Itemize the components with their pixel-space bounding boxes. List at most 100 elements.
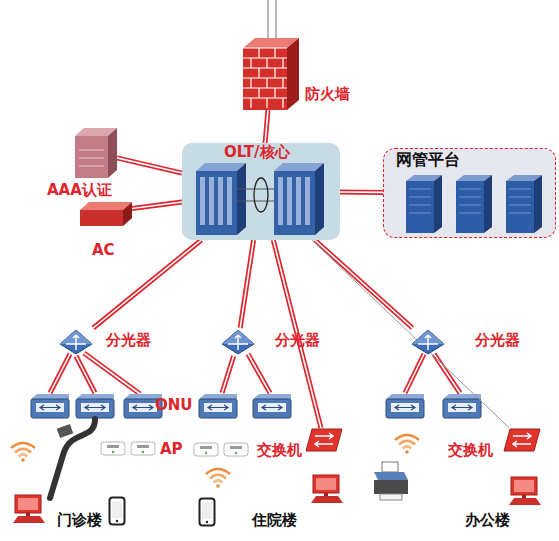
icon-group — [199, 394, 237, 418]
onu-icon — [253, 394, 291, 418]
stack-link — [237, 201, 274, 202]
icon-group — [243, 38, 299, 110]
printer-paper — [382, 462, 398, 472]
switch-node: 交换机 — [305, 428, 343, 452]
aaa-server-node: AAA认证 — [75, 128, 117, 178]
chassis-slot — [278, 177, 283, 225]
link-connector — [222, 356, 234, 393]
fiber-line — [84, 353, 140, 394]
brick-line — [243, 87, 287, 88]
brick-line — [258, 88, 259, 98]
splitter-icon — [60, 330, 92, 354]
link-line-gap — [315, 240, 413, 328]
management-platform-box: 网管平台 — [383, 148, 556, 238]
chassis-slot — [227, 177, 232, 225]
switch-icon — [504, 429, 540, 451]
wifi-icon — [11, 443, 35, 462]
brick-line — [274, 88, 275, 98]
node-label: OLT/核心 — [224, 144, 290, 161]
link-line — [340, 190, 383, 195]
building-label: 住院楼 — [252, 512, 297, 529]
wifi-icon — [206, 469, 230, 488]
icon-group — [196, 163, 324, 235]
splitter-node: 分光器 — [220, 328, 256, 356]
ap-icon — [131, 442, 155, 455]
access-points — [101, 442, 155, 455]
onu-icon — [31, 394, 69, 418]
printer-body — [374, 480, 408, 494]
printer-icon — [374, 462, 408, 500]
server-line — [79, 166, 104, 167]
chassis-slot — [287, 177, 292, 225]
brick-line — [243, 97, 287, 98]
icon-group — [222, 330, 254, 354]
link-connector — [315, 240, 413, 328]
pc-icon — [311, 475, 343, 503]
building-label: 办公楼 — [465, 512, 510, 529]
node-label: 交换机 — [448, 442, 493, 459]
uplink-lines — [268, 0, 276, 40]
node-label: 分光器 — [275, 332, 320, 349]
icon-group — [60, 330, 92, 354]
server-line — [79, 150, 104, 151]
onu-icon — [76, 394, 114, 418]
fiber-line — [405, 354, 424, 393]
node-label: AC — [92, 242, 115, 259]
brick-line — [243, 57, 287, 58]
cable — [50, 419, 95, 498]
brick-line — [266, 58, 267, 68]
building-label: 门诊楼 — [57, 512, 102, 529]
brick-line — [282, 78, 283, 88]
brick-line — [250, 98, 251, 108]
brick-line — [250, 78, 251, 88]
node-icon — [75, 128, 117, 178]
link-line — [273, 240, 321, 428]
pc-icon — [509, 477, 541, 505]
onu-icon — [199, 394, 237, 418]
wifi-icon — [395, 435, 419, 454]
chassis-slot — [218, 177, 223, 225]
chassis-front — [196, 171, 237, 235]
node-icon — [410, 328, 446, 356]
link-connector — [240, 240, 253, 328]
server-icon — [456, 175, 492, 233]
icon-group — [504, 429, 540, 451]
ap-icon — [101, 442, 125, 455]
brick-line — [266, 78, 267, 88]
stack-link — [237, 189, 274, 190]
chassis-slot — [209, 177, 214, 225]
node-label: 网管平台 — [396, 151, 460, 169]
node-icon — [58, 328, 94, 356]
chassis-front — [274, 171, 315, 235]
node-icon — [305, 428, 343, 452]
brick-line — [274, 68, 275, 78]
link-connector — [117, 158, 182, 173]
ac-box-top — [80, 202, 132, 210]
link-line-gap — [222, 356, 234, 393]
brick-line — [266, 98, 267, 108]
aaa-server-front — [75, 136, 108, 178]
uplink-line — [267, 0, 268, 40]
link-line-gap — [340, 191, 383, 193]
ac-controller-node: AC — [80, 198, 132, 226]
icon-group — [80, 202, 132, 226]
onu-icon — [443, 394, 481, 418]
firewall-node: 防火墙 — [243, 38, 299, 110]
node-icon — [193, 440, 249, 458]
splitter-icon — [222, 330, 254, 354]
onu-icon — [386, 394, 424, 418]
splitter-node: 分光器 — [58, 328, 94, 356]
uplink-line — [275, 0, 276, 40]
link-line — [315, 240, 413, 328]
phone-icon — [200, 499, 215, 526]
link-line-gap — [117, 158, 182, 173]
brick-line — [282, 58, 283, 68]
link-line-gap — [265, 110, 268, 143]
brick-line — [243, 47, 287, 48]
brick-line — [282, 98, 283, 108]
brick-line — [258, 48, 259, 58]
core-olt-box: OLT/核心 — [182, 143, 340, 240]
brick-line — [243, 67, 287, 68]
link-line — [132, 202, 182, 209]
